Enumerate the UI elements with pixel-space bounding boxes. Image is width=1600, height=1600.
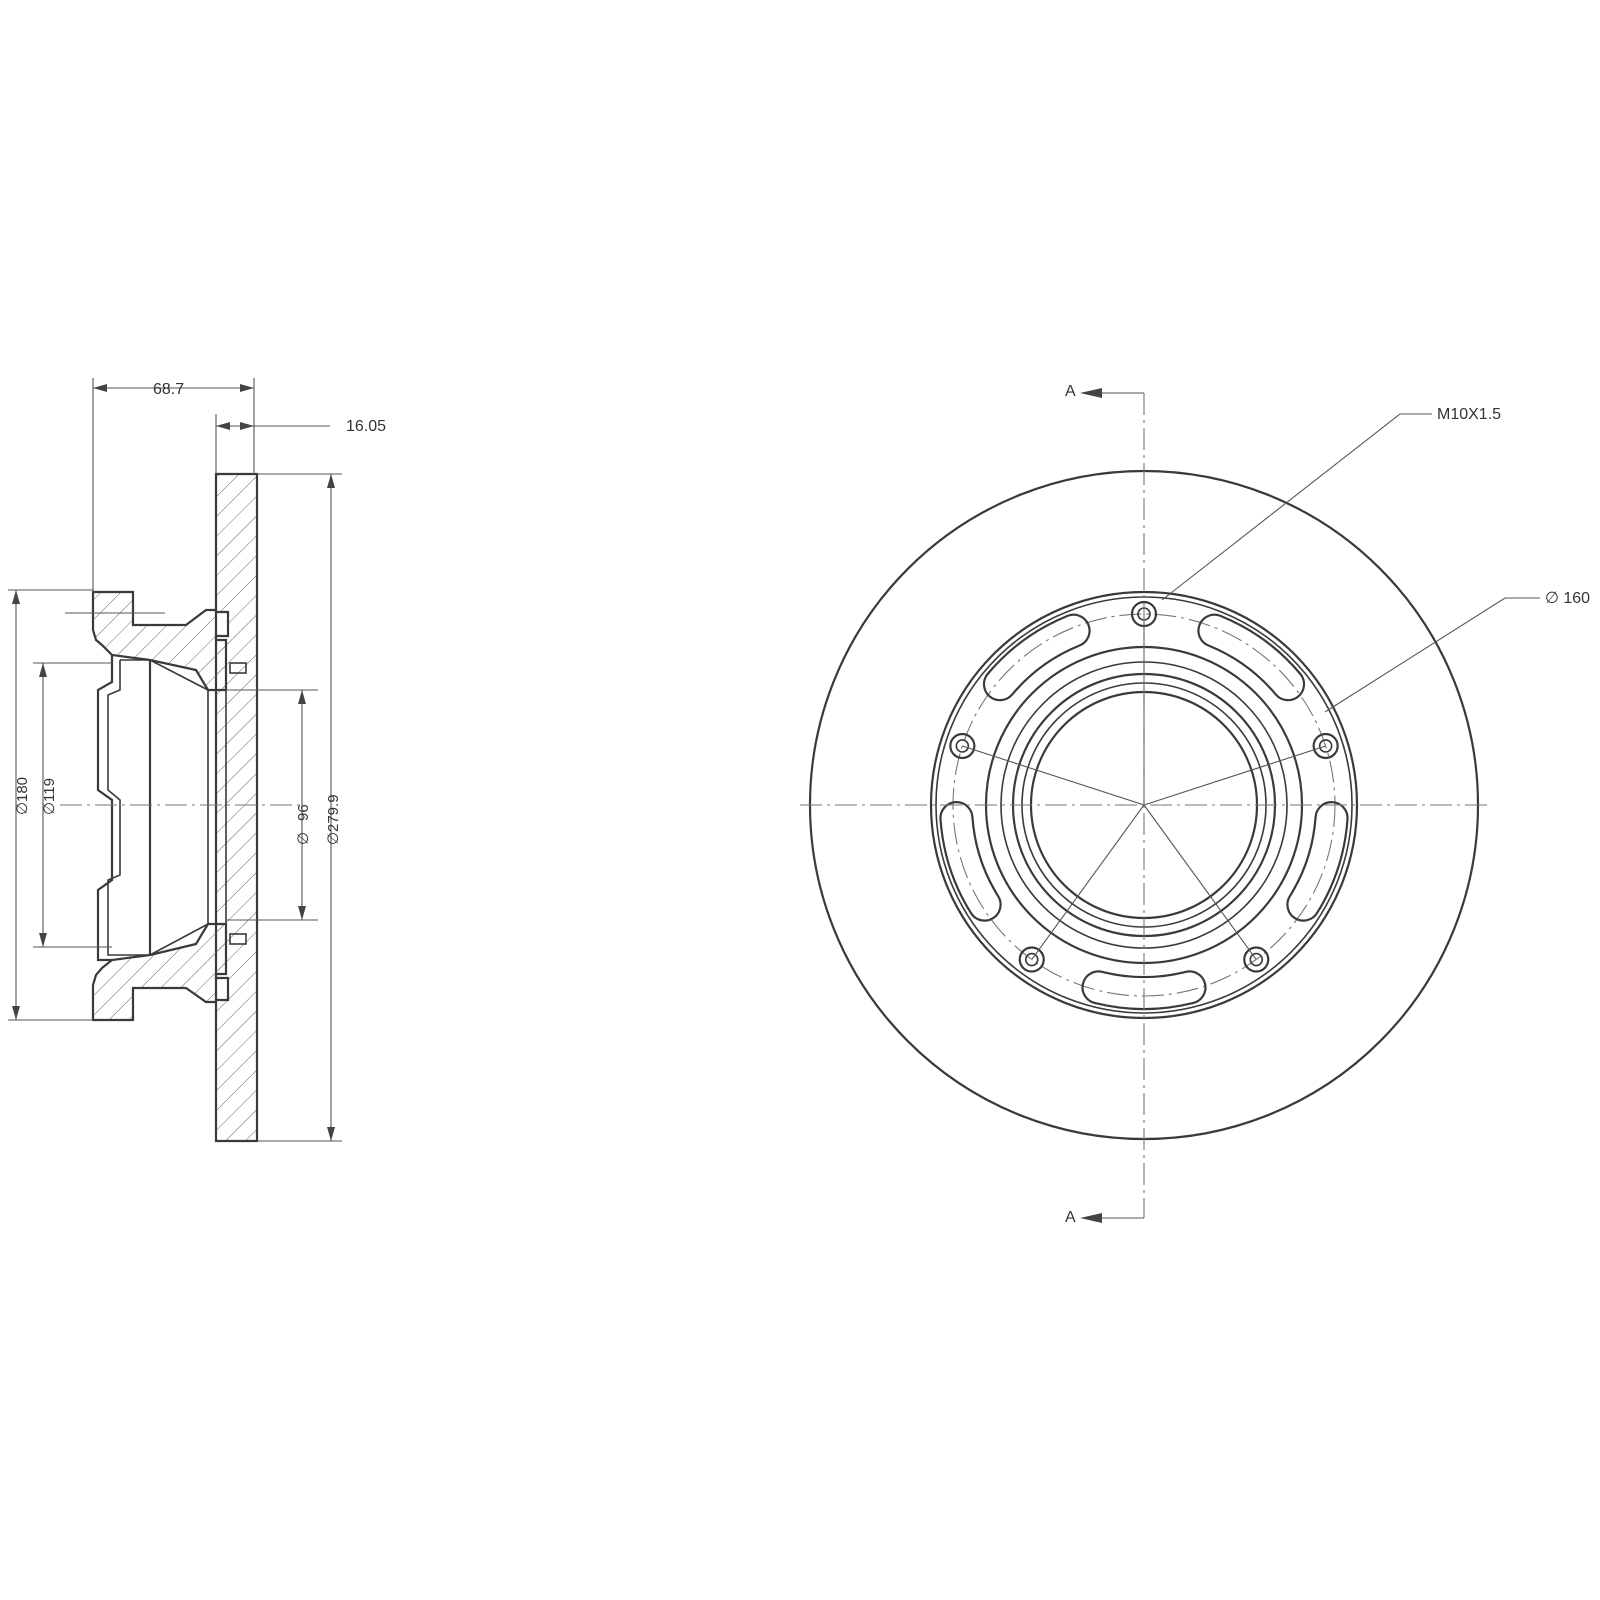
dim-119-label: 119	[41, 778, 58, 802]
bolt-hole-inner	[955, 739, 970, 753]
dim-96-symbol: ∅	[295, 832, 312, 845]
dim-68-7-label: 68.7	[153, 381, 184, 398]
pcd-leader	[1324, 597, 1540, 713]
bolt-hole-inner	[1024, 952, 1039, 967]
ring-slot-lower	[229, 933, 247, 945]
dim-96-label: 96	[295, 804, 312, 821]
hub-inner-profile	[96, 655, 114, 962]
bolt-hole-outer	[1018, 946, 1045, 973]
arrow-279-9-top	[327, 474, 335, 488]
section-arrow-bottom	[1080, 1213, 1102, 1223]
dim-180-label: 180	[14, 777, 31, 802]
hub-inner-step	[107, 660, 121, 956]
radial-line	[1143, 804, 1257, 960]
hub-slot	[939, 801, 1002, 922]
hub-slot	[982, 613, 1091, 702]
section-arrow-top	[1080, 388, 1102, 398]
section-label-bottom: A	[1065, 1209, 1076, 1226]
bolt-hole-inner	[1249, 952, 1264, 967]
bore-line-5	[149, 923, 209, 956]
arrow-16-05-right	[240, 422, 254, 430]
arrow-68-7-left	[93, 384, 107, 392]
bolt-hole-outer	[1243, 946, 1270, 973]
arrow-68-7-right	[240, 384, 254, 392]
thread-leader	[1161, 413, 1432, 601]
arrow-180-top	[12, 590, 20, 604]
arrow-119-top	[39, 663, 47, 677]
bolt-hole-inner	[1318, 739, 1333, 753]
hub-lower-section	[91, 922, 228, 1022]
dim-279-9-symbol: ∅	[325, 832, 342, 845]
dim-96-group: ∅ 96	[295, 804, 312, 845]
hub-slots	[939, 613, 1349, 1011]
bolt-hole-outer	[949, 732, 976, 760]
radial-line	[1143, 745, 1326, 806]
bolt-holes	[949, 600, 1339, 973]
dim-16-05-label: 16.05	[346, 418, 386, 435]
dim-180-group: ∅ 180	[14, 777, 31, 815]
arrow-96-top	[298, 690, 306, 704]
thread-callout: M10X1.5	[1437, 406, 1501, 423]
hub-slot	[1081, 970, 1207, 1011]
dim-279-9-group: ∅ 279.9	[325, 794, 342, 845]
hub-slot	[1286, 801, 1349, 922]
arrow-279-9-bottom	[327, 1127, 335, 1141]
front-view: A A M10X1.5 ∅ 160	[800, 383, 1590, 1226]
ring-slot-upper	[229, 662, 247, 674]
pcd-callout: ∅ 160	[1545, 590, 1590, 607]
dim-180-symbol: ∅	[14, 802, 31, 815]
radial-line	[1031, 804, 1145, 960]
arrow-119-bottom	[39, 933, 47, 947]
dim-119-symbol: ∅	[41, 802, 58, 815]
arrow-180-bottom	[12, 1006, 20, 1020]
bore-line-4	[149, 659, 209, 691]
radial-line	[962, 745, 1145, 806]
side-section-view: 68.7 16.05 ∅ 180 ∅ 119 ∅ 96	[8, 378, 386, 1143]
section-label-top: A	[1065, 383, 1076, 400]
hub-slot	[1197, 613, 1305, 702]
arrow-16-05-left	[216, 422, 230, 430]
disc-ring-section	[214, 472, 259, 1143]
dim-279-9-label: 279.9	[325, 794, 342, 832]
dim-119-group: ∅ 119	[41, 778, 58, 815]
arrow-96-bottom	[298, 906, 306, 920]
bolt-hole-outer	[1312, 732, 1339, 760]
